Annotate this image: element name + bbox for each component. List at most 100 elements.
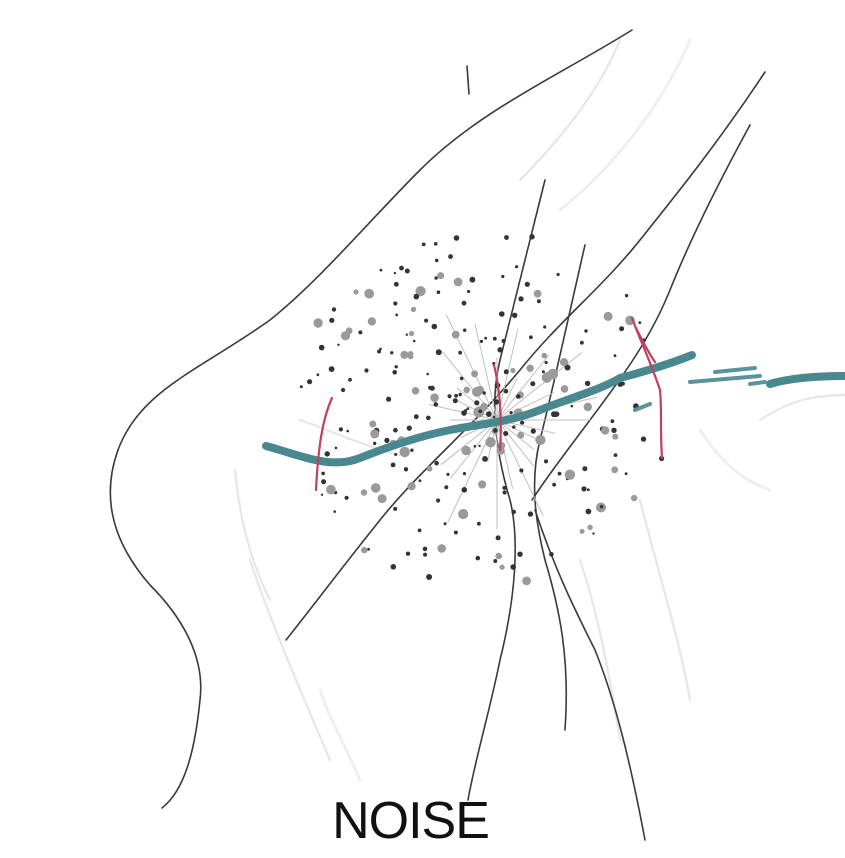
noise-dot [470, 277, 476, 283]
noise-dot [552, 483, 556, 487]
noise-dot [448, 254, 453, 259]
noise-dot [423, 547, 428, 552]
noise-dot [503, 490, 507, 494]
noise-dot [493, 337, 497, 341]
noise-dot [410, 449, 413, 452]
noise-dot [422, 243, 426, 247]
noise-dot [511, 510, 516, 515]
noise-dot [467, 290, 470, 293]
large-outline [110, 30, 632, 808]
noise-dot [504, 235, 509, 240]
noise-dot [496, 535, 501, 540]
noise-dot [329, 318, 334, 323]
noise-dot [534, 290, 542, 298]
noise-dot [463, 387, 470, 394]
noise-dot [565, 470, 575, 480]
vertical-line-2 [535, 245, 585, 730]
noise-dot [430, 393, 439, 402]
noise-dot [478, 445, 480, 447]
noise-dot [353, 289, 358, 294]
noise-dot [542, 370, 545, 373]
noise-dot [463, 472, 466, 475]
noise-dot [373, 442, 376, 445]
center-ray [446, 315, 497, 420]
noise-dot [581, 486, 586, 491]
noise-dot [413, 340, 416, 343]
noise-dot [601, 426, 609, 434]
noise-dot [437, 290, 441, 294]
red-stroke-left [316, 398, 332, 490]
noise-dot [437, 544, 446, 553]
noise-dot [400, 351, 408, 359]
noise-dot [332, 307, 336, 311]
noise-dot [348, 378, 352, 382]
noise-dot [411, 307, 416, 312]
noise-dot [400, 447, 410, 457]
noise-dot [561, 385, 569, 393]
noise-dot [395, 365, 398, 368]
noise-dot [494, 399, 499, 404]
noise-dot [585, 381, 590, 386]
noise-dot [335, 447, 338, 450]
noise-dot [612, 434, 618, 440]
noise-dot [495, 553, 502, 560]
noise-dot [408, 482, 416, 490]
river-segment-2 [690, 376, 760, 382]
noise-dot [518, 296, 523, 301]
noise-dot [427, 466, 433, 472]
noise-dot [454, 235, 460, 241]
noise-dot [430, 386, 435, 391]
noise-dot [333, 510, 336, 513]
vertical-line-1 [468, 180, 545, 800]
noise-dot [367, 548, 370, 551]
noise-dot [463, 329, 466, 332]
noise-dot [444, 522, 447, 525]
diagonal-line-2 [532, 125, 750, 500]
noise-dot [369, 421, 376, 428]
noise-dot [529, 335, 533, 339]
noise-dot [434, 276, 437, 279]
noise-dot [526, 365, 533, 372]
noise-dot [471, 370, 478, 377]
noise-dot [544, 459, 548, 463]
river-segment-4 [715, 368, 755, 372]
noise-dot [454, 394, 458, 398]
noise-dot [545, 361, 548, 364]
noise-dot [501, 275, 504, 278]
noise-dot [409, 331, 414, 336]
noise-dot [321, 494, 323, 496]
noise-dot [493, 416, 496, 419]
noise-dot [485, 437, 495, 447]
noise-dot [384, 438, 389, 443]
noise-dot [502, 486, 506, 490]
noise-dot [522, 577, 531, 586]
noise-dot [543, 325, 546, 328]
noise-dot [418, 529, 422, 533]
noise-dot [510, 368, 515, 373]
noise-dot [436, 349, 442, 355]
noise-dot [459, 393, 462, 396]
noise-dot [321, 472, 325, 476]
noise-dot [535, 435, 545, 445]
noise-dot [436, 498, 440, 502]
noise-dot [364, 368, 368, 372]
noise-dot [326, 485, 336, 495]
noise-dot [478, 480, 486, 488]
noise-dot [512, 313, 517, 318]
noise-dot [448, 394, 452, 398]
tick-mark [467, 66, 469, 94]
noise-dot [555, 414, 558, 417]
noise-dot [346, 430, 349, 433]
noise-dot [548, 369, 559, 380]
noise-dot [392, 370, 397, 375]
noise-dot [378, 494, 387, 503]
noise-dot [399, 266, 404, 271]
noise-dot [558, 472, 562, 476]
noise-dot [307, 379, 312, 384]
red-stroke-right-1 [632, 318, 662, 458]
noise-dot [339, 427, 343, 431]
noise-dot [380, 269, 383, 272]
noise-dot [434, 461, 439, 466]
noise-dot [493, 428, 497, 432]
noise-dot [317, 373, 320, 376]
